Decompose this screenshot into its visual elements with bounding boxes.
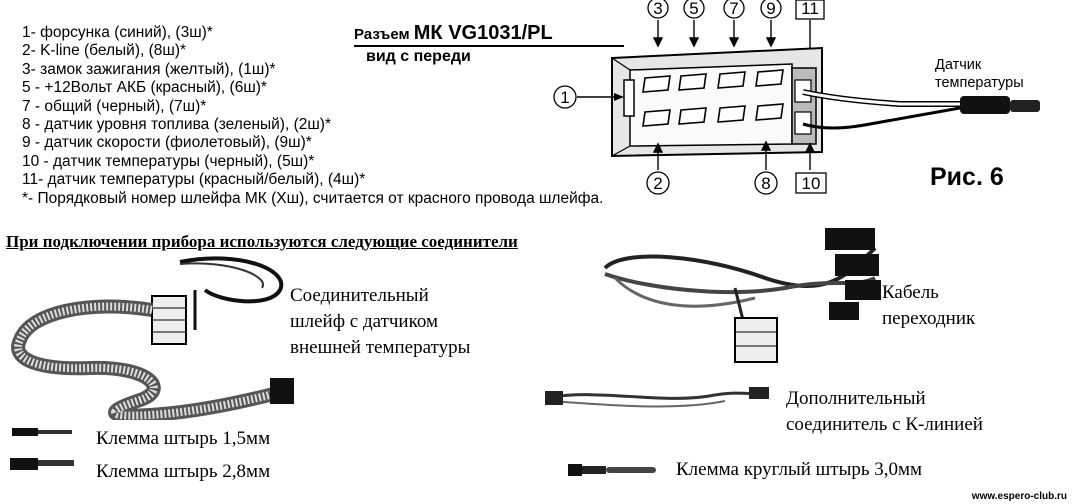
figure-label: Рис. 6 — [930, 163, 1004, 191]
pin-label-9: 9 — [766, 0, 775, 18]
caption-line-2: соединитель с К-линией — [786, 414, 983, 435]
k-line-connector-image — [545, 387, 769, 408]
caption-line-1: Дополнительный — [786, 388, 926, 409]
pin-label-5: 5 — [689, 0, 698, 18]
title-underline — [354, 45, 624, 47]
footnote: *- Порядковый номер шлейфа МК (Хш), счит… — [22, 189, 604, 207]
connector-title: Разъем МК VG1031/PL — [354, 22, 553, 45]
pin-item-10: 10 - датчик температуры (черный), (5ш)* — [22, 152, 315, 170]
sensor-wire — [802, 89, 1040, 130]
top-pin-labels: 3 5 7 9 11 — [647, 0, 825, 20]
pin-label-1: 1 — [560, 88, 569, 107]
pin-item-5: 5 - +12Вольт АКБ (красный), (6ш)* — [22, 79, 267, 97]
adapter-cable-image — [603, 228, 881, 363]
connector-diagram: 3 5 7 9 11 — [553, 0, 1040, 195]
caption-line-2: шлейф с датчиком — [290, 311, 439, 332]
pin-item-2: 2- K-line (белый), (8ш)* — [22, 42, 187, 60]
pin-label-10: 10 — [802, 174, 821, 193]
pin-30-image — [568, 464, 656, 476]
sensor-label: Датчик температуры — [935, 56, 1024, 92]
sensor-label-line-2: температуры — [935, 75, 1024, 91]
pin-item-9: 9 - датчик скорости (фиолетовый), (9ш)* — [22, 134, 312, 152]
pin-item-8: 8 - датчик уровня топлива (зеленый), (2ш… — [22, 116, 331, 134]
pin-15-caption: Клемма штырь 1,5мм — [96, 428, 271, 449]
ribbon-harness-caption: Соединительный шлейф с датчиком внешней … — [290, 283, 470, 361]
pin-label-7: 7 — [729, 0, 738, 18]
connector-subtitle: вид с переди — [366, 48, 471, 65]
k-line-connector-caption: Дополнительный соединитель с К-линией — [786, 386, 983, 438]
connector-model: МК VG1031/PL — [413, 22, 553, 44]
pin-label-8: 8 — [761, 174, 770, 193]
connectors-heading: При подключении прибора используются сле… — [6, 232, 518, 251]
pin-item-7: 7 - общий (черный), (7ш)* — [22, 97, 207, 115]
caption-line-1: Соединительный — [290, 285, 429, 306]
pin-item-3: 3- замок зажигания (желтый), (1ш)* — [22, 60, 276, 78]
pin-28-caption: Клемма штырь 2,8мм — [96, 461, 271, 482]
ribbon-harness-image — [11, 256, 294, 420]
bottom-arrows — [652, 140, 816, 170]
pin-list: 1- форсунка (синий), (3ш)* 2- K-line (бе… — [22, 24, 603, 208]
caption-line-2: переходник — [882, 308, 976, 329]
pin-label-3: 3 — [653, 0, 662, 18]
caption-line-1: Кабель — [882, 282, 939, 303]
pin-item-1: 1- форсунка (синий), (3ш)* — [22, 24, 213, 41]
sensor-label-line-1: Датчик — [935, 57, 982, 73]
pin-item-11: 11- датчик температуры (красный/белый), … — [22, 171, 366, 189]
caption-line-3: внешней температуры — [290, 337, 471, 358]
pin-30-caption: Клемма круглый штырь 3,0мм — [676, 459, 923, 480]
connector-body — [611, 46, 823, 158]
pin-label-11: 11 — [801, 0, 819, 18]
connector-title-prefix: Разъем — [354, 26, 410, 43]
pin-15-image — [12, 428, 72, 436]
adapter-cable-caption: Кабель переходник — [882, 280, 975, 332]
watermark: www.espero-club.ru — [971, 491, 1067, 502]
pin-label-2: 2 — [653, 174, 662, 193]
pin-28-image — [10, 458, 74, 470]
